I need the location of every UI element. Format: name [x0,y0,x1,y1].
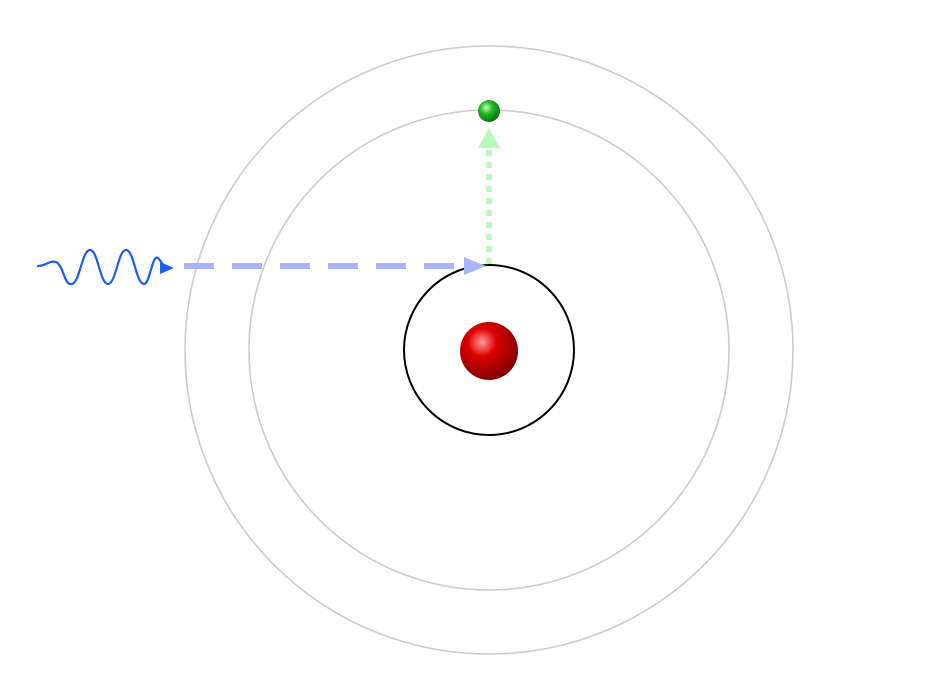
orbit-outer [184,45,794,655]
excitation-arrowhead-icon [478,128,500,148]
orbit-inner [403,264,575,436]
nucleus [460,322,518,380]
electron [478,100,500,122]
photon-path-arrowhead-icon [464,257,486,275]
photon-wave-icon [36,248,168,286]
photon-arrowhead-icon [160,262,174,274]
